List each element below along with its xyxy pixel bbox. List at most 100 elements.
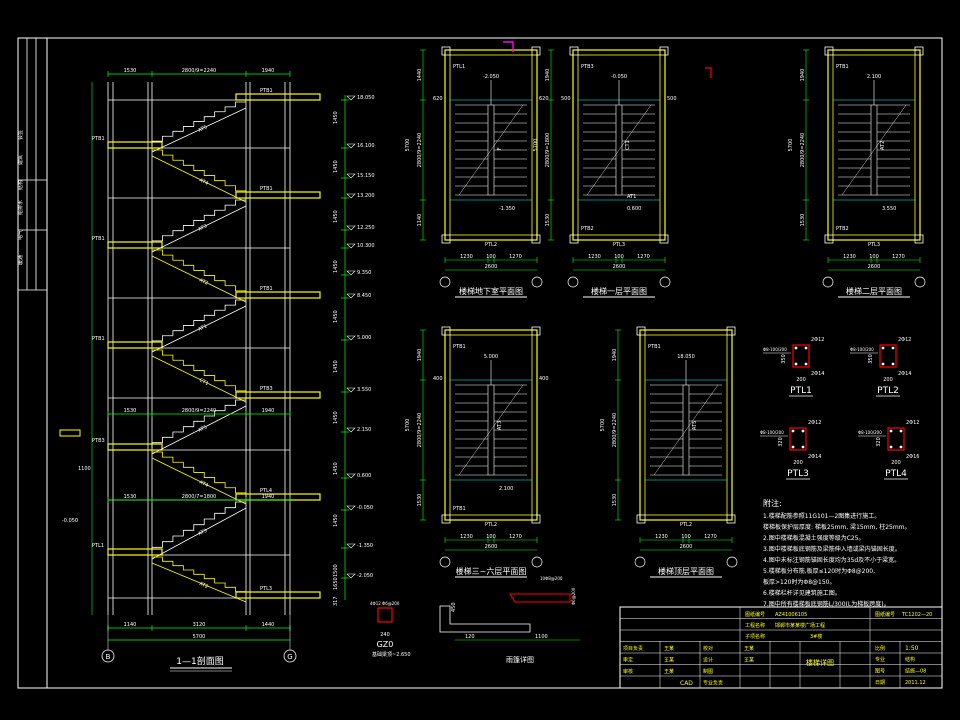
stair-soffit [151, 255, 247, 303]
beam-bottom-rebar: 2Φ14 [808, 454, 821, 460]
gz-note: 基础梁顶~2.650 [372, 651, 411, 658]
dimension-text: 1530 [124, 68, 137, 74]
plan-beam-label: PTL2 [485, 242, 497, 248]
plan-title: 楼梯地下室平面图 [459, 286, 523, 296]
column [441, 514, 451, 524]
side-dimension-text: 1940 [545, 69, 551, 82]
margin-label: 会签 [17, 130, 24, 140]
elevation-text: 10.300 [357, 243, 375, 249]
note-item: 6.楼梯栏杆详见建筑施工图。 [763, 589, 841, 597]
plan-beam-label: PTL3 [613, 242, 625, 248]
side-dimension-text: 2800/9=2240 [417, 133, 423, 168]
elevation-text: 0.600 [357, 473, 371, 479]
landing-slab [235, 93, 321, 101]
column [726, 326, 736, 336]
title-field: 图纸编号 [875, 611, 895, 618]
note-item: 楼梯板保护层厚度: 梯板25mm, 梁15mm, 柱25mm。 [763, 523, 911, 531]
plan-inner-wall [644, 334, 728, 516]
side-dimension-text: 2800/9=2240 [417, 413, 423, 448]
section-cut-icon [503, 41, 514, 52]
bottom-dimension-text: 1270 [509, 534, 522, 540]
plan-inner-wall [449, 54, 533, 236]
axis-bubble [659, 276, 671, 288]
axis-label: B [106, 653, 111, 661]
elevation-marker-icon [346, 143, 356, 149]
margin-label: 建筑 [17, 155, 24, 165]
stair-flight [151, 101, 246, 146]
plan-elevation: -2.050 [483, 74, 499, 80]
plan-small-dim: 500 [561, 96, 571, 102]
elevation-text: 13.200 [357, 193, 375, 199]
rebar-dot [881, 362, 885, 366]
detail-rebar-label: 10Φ8@200 [540, 576, 563, 581]
elevation-text: -0.050 [357, 505, 373, 511]
detail-title: 雨篷详图 [506, 655, 534, 664]
bottom-dimension-text: 100 [681, 534, 691, 540]
detail-dim: 120 [465, 634, 475, 640]
beam-label: PTL3 [260, 586, 272, 592]
elevation-marker-icon [346, 193, 356, 199]
elevation-text: 12.250 [357, 225, 375, 231]
bottom-dimension-text: 100 [614, 254, 624, 260]
plan-elevation: 0.600 [627, 206, 641, 212]
elevation-marker-icon [346, 173, 356, 179]
title-role: 校对 [703, 645, 713, 652]
stair-flight [152, 149, 247, 196]
side-dimension-text: 1940 [612, 349, 618, 362]
beam-label: PTB1 [92, 236, 105, 242]
axis-bubble [634, 556, 646, 568]
height-dimension-text: 1450 [333, 462, 339, 475]
rebar-dot [791, 445, 795, 449]
landing-slab [107, 141, 163, 149]
plan-small-dim: 620 [539, 96, 549, 102]
plan-elevation: 5.000 [484, 354, 498, 360]
elevation-text: 5.000 [357, 335, 371, 341]
elevation-text: 2.150 [357, 427, 371, 433]
dimension-text: 1440 [262, 622, 275, 628]
stair-flight [152, 249, 247, 296]
note-item: 板厚>120时为Φ8@150。 [763, 578, 835, 586]
stair-soffit [151, 107, 247, 153]
plan-outline [444, 49, 538, 241]
beam-height: 320 [778, 437, 784, 447]
dimension-text: 3120 [193, 622, 206, 628]
title-role: 审定 [623, 657, 633, 664]
margin-label: 电气 [17, 230, 24, 240]
gz-name: GZ0 [377, 640, 394, 649]
elevation-marker-icon [346, 387, 356, 393]
beam-top-rebar: 2Φ12 [808, 420, 821, 426]
flight-label: AT1 [197, 323, 208, 332]
rebar-dot [804, 362, 808, 366]
plan-beam-label: PTB3 [581, 64, 594, 70]
stair-flight [152, 349, 247, 396]
axis-bubble [914, 276, 926, 288]
note-item: 4.图中未标注钢筋锚固长度均为35d及不小于梁宽。 [763, 556, 900, 564]
title-scale: 1:50 [905, 645, 919, 652]
title-value: 2011.12 [905, 680, 926, 686]
margin-label: 暖通 [17, 255, 24, 265]
plan-elevation: 2.100 [867, 74, 881, 80]
column [824, 46, 834, 56]
column [531, 514, 541, 524]
dimension-text: 5700 [193, 634, 206, 640]
beam-label: PTL1 [92, 543, 104, 549]
plan-flight-label: AT5 [692, 421, 698, 430]
bottom-dimension-text: 2600 [680, 544, 693, 550]
section-title: 1—1剖面图 [176, 655, 223, 667]
height-dimension-text: 1450 [333, 411, 339, 424]
bottom-dimension-text: 100 [486, 254, 496, 260]
axis-label: G [287, 653, 292, 661]
plan-elevation: -0.050 [611, 74, 627, 80]
section-1-1: AT5AT4AT3AT2AT1CT1AT5AT4AT3AT2PTB1PTB1PT… [59, 68, 375, 672]
height-dimension-text: 1450 [333, 260, 339, 273]
height-dimension-text: 1500 [333, 564, 339, 577]
bottom-dimension-text: 1270 [509, 254, 522, 260]
bottom-dimension-text: 1230 [460, 254, 473, 260]
section-cut-icon [705, 67, 712, 78]
title-value: AZ41006105 [775, 612, 807, 618]
title-value: TC1202—20 [901, 612, 932, 618]
